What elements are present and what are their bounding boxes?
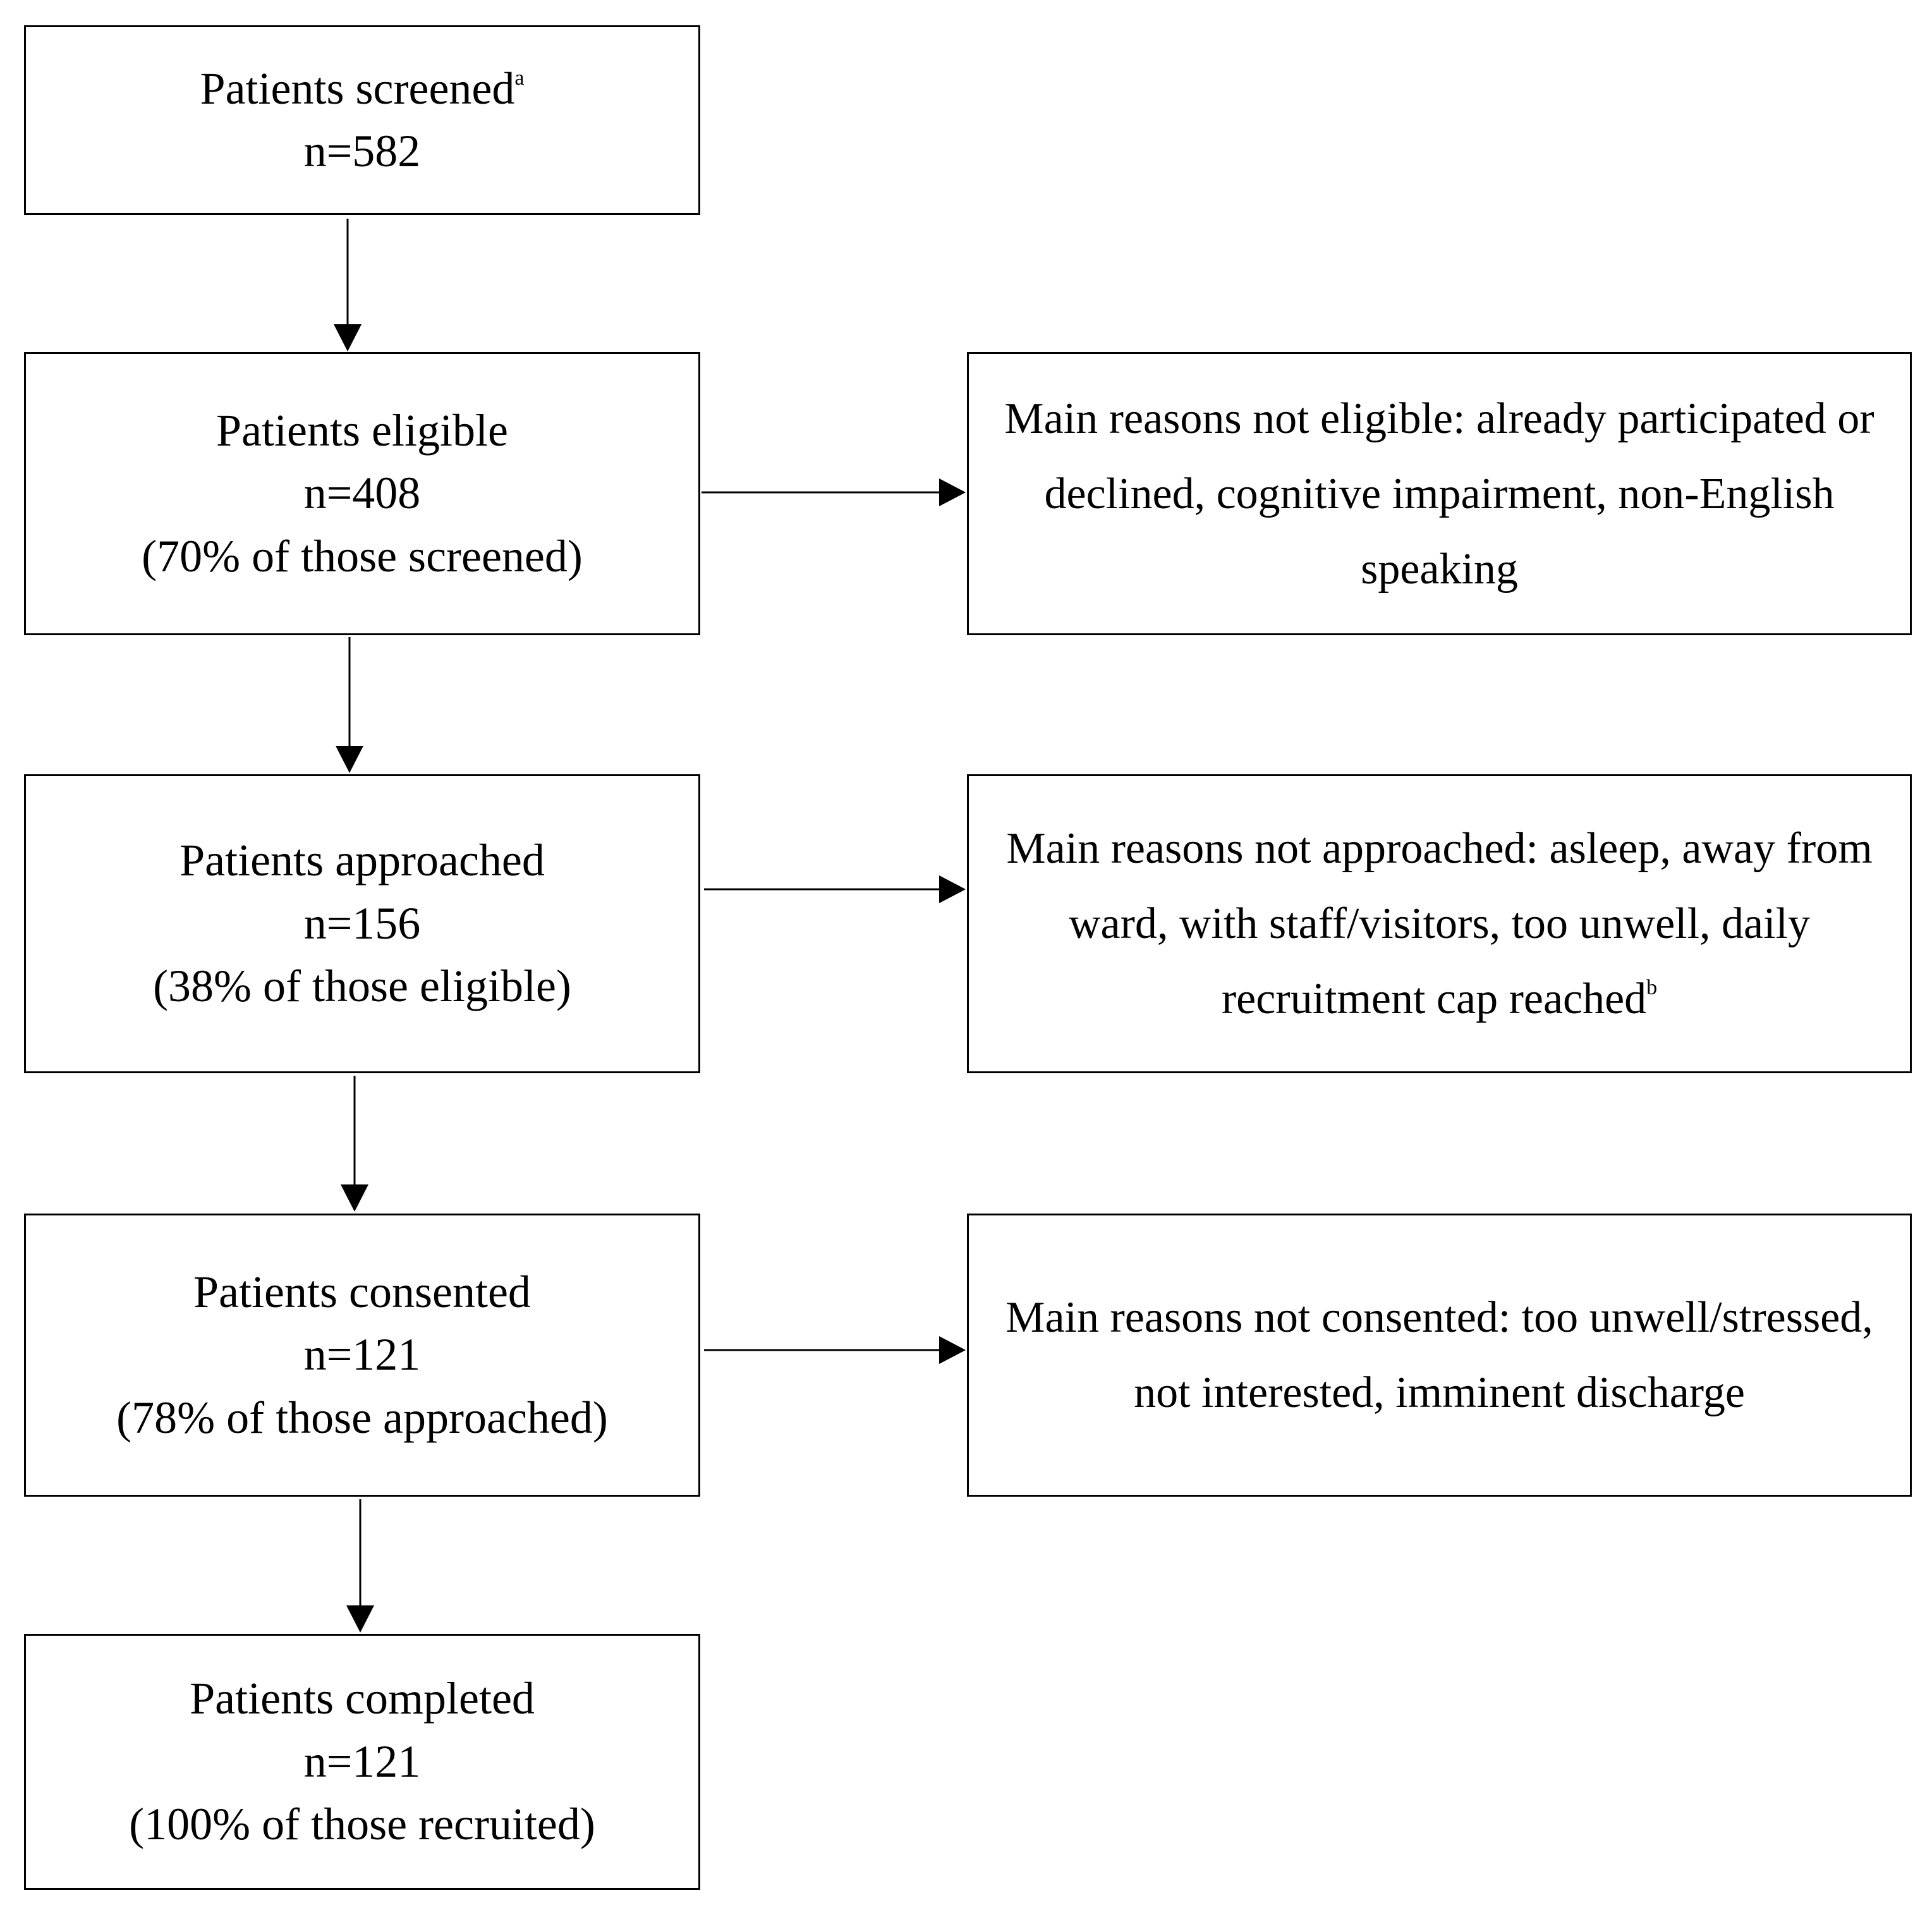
completed-percent: (100% of those recruited) <box>129 1799 595 1850</box>
consented-count: n=121 <box>303 1329 421 1380</box>
not-approached-reasons-wrapper: Main reasons not approached: asleep, awa… <box>997 811 1882 1037</box>
not-approached-reasons-text: Main reasons not approached: asleep, awa… <box>1006 824 1873 1023</box>
not-approached-reasons-box: Main reasons not approached: asleep, awa… <box>967 774 1912 1073</box>
consented-box: Patients consented n=121 (78% of those a… <box>24 1214 700 1497</box>
arrow-approached-to-not-approached <box>704 875 966 903</box>
completed-label: Patients completed <box>190 1673 535 1724</box>
consented-percent: (78% of those approached) <box>116 1392 608 1443</box>
eligible-label: Patients eligible <box>216 405 508 456</box>
arrow-screened-to-eligible <box>334 219 361 351</box>
eligible-count: n=408 <box>303 468 421 519</box>
consented-label: Patients consented <box>193 1266 531 1317</box>
approached-label: Patients approached <box>179 835 545 886</box>
screened-footnote-marker: a <box>514 66 525 90</box>
not-eligible-reasons-box: Main reasons not eligible: already parti… <box>967 352 1912 635</box>
eligible-box: Patients eligible n=408 (70% of those sc… <box>24 352 700 635</box>
not-consented-reasons-box: Main reasons not consented: too unwell/s… <box>967 1214 1912 1497</box>
arrow-consented-to-completed <box>346 1499 374 1633</box>
arrow-consented-to-not-consented <box>704 1336 966 1364</box>
completed-count: n=121 <box>303 1736 421 1787</box>
arrow-eligible-to-not-eligible <box>702 478 966 506</box>
not-eligible-reasons-text: Main reasons not eligible: already parti… <box>1004 394 1874 593</box>
screened-label-line: Patients screeneda <box>200 58 525 120</box>
arrow-approached-to-consented <box>341 1076 368 1212</box>
completed-box: Patients completed n=121 (100% of those … <box>24 1634 700 1890</box>
screened-label: Patients screened <box>200 63 515 114</box>
not-approached-footnote-marker: b <box>1646 976 1658 999</box>
approached-percent: (38% of those eligible) <box>153 961 571 1012</box>
arrow-eligible-to-approached <box>336 637 363 773</box>
screened-count: n=582 <box>303 126 421 176</box>
eligible-percent: (70% of those screened) <box>142 530 583 581</box>
screened-box: Patients screeneda n=582 <box>24 25 700 215</box>
approached-count: n=156 <box>303 898 421 949</box>
approached-box: Patients approached n=156 (38% of those … <box>24 774 700 1073</box>
not-consented-reasons-text: Main reasons not consented: too unwell/s… <box>1005 1293 1873 1417</box>
